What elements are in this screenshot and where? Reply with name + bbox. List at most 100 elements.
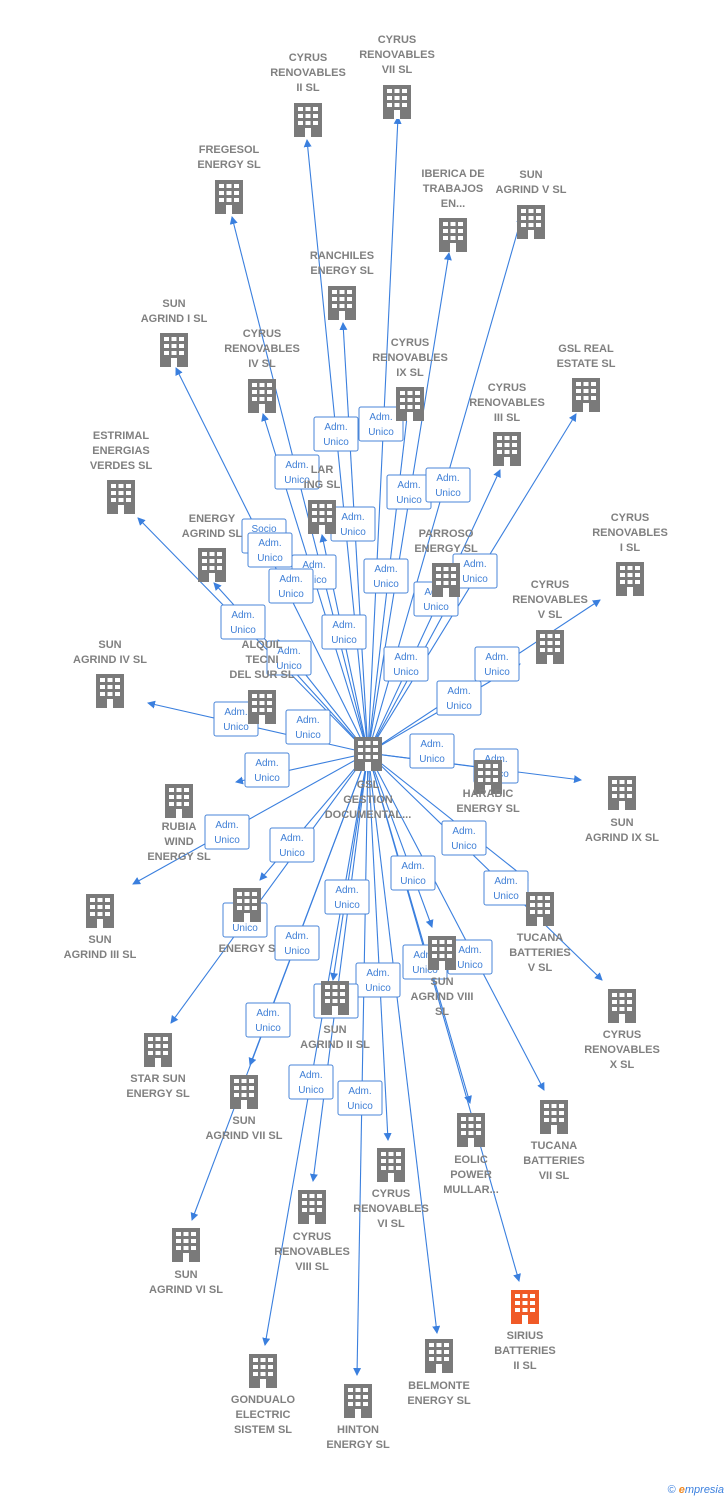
relation-label-text-line-1: Adm. <box>452 826 475 837</box>
edge-to-belmonte <box>367 752 441 1334</box>
relation-label: Adm.Unico <box>274 925 320 961</box>
relation-label-text-line-1: Adm. <box>299 1070 322 1081</box>
company-label-cyrus-x-line-1: CYRUS <box>603 1029 642 1041</box>
company-label-cyrus-vi-line-1: CYRUS <box>372 1188 411 1200</box>
relation-label-box <box>247 532 293 568</box>
company-node-iberica[interactable]: IBERICA DETRABAJOSEN... <box>421 168 485 252</box>
building-icon <box>526 892 554 926</box>
relation-label: Adm.Unico <box>447 939 493 975</box>
company-label-fregesol-line-1: FREGESOL <box>199 144 260 156</box>
relation-label-box <box>441 820 487 856</box>
company-label-estrimal-line-2: ENERGIAS <box>92 445 149 457</box>
edge-to-tucana-v <box>367 752 529 881</box>
company-label-harabic-line-2: ENERGY SL <box>456 803 520 815</box>
company-label-cyrus-v-line-3: V SL <box>538 609 563 621</box>
company-label-cyrus-ii-line-2: RENOVABLES <box>270 67 346 79</box>
relation-label: Adm.Unico <box>409 733 455 769</box>
relation-label-text-line-1: Adm. <box>258 538 281 549</box>
relation-label: Adm.Unico <box>383 646 429 682</box>
relation-label-text-line-1: Adm. <box>420 739 443 750</box>
company-node-energy-s[interactable]: ENERGY S <box>219 888 276 955</box>
relation-label: Adm.Unico <box>358 406 404 442</box>
relation-label-text-line-1: Adm. <box>374 564 397 575</box>
company-label-cyrus-i-line-3: I SL <box>620 542 640 554</box>
company-label-ranchiles-line-1: RANCHILES <box>310 250 374 262</box>
relation-label-text-line-1: Adm. <box>302 560 325 571</box>
company-label-cyrus-i-line-2: RENOVABLES <box>592 527 668 539</box>
company-node-cyrus-i[interactable]: CYRUS RENOVABLES I SL <box>592 512 668 596</box>
building-icon <box>328 286 356 320</box>
company-label-rubia-line-1: RUBIA <box>162 821 197 833</box>
building-icon <box>396 387 424 421</box>
edge-to-sun-ii <box>330 752 369 981</box>
relation-label: Adm.Unico <box>313 416 359 452</box>
building-icon <box>517 205 545 239</box>
relation-label-box <box>274 454 320 490</box>
relation-label: Adm.Unico <box>390 855 436 891</box>
company-label-energy-s-line-1: ENERGY S <box>219 943 276 955</box>
company-node-eolic[interactable]: EOLICPOWERMULLAR... <box>443 1113 499 1196</box>
company-label-sirius-line-1: SIRIUS <box>507 1330 544 1342</box>
relation-label: Adm.Unico <box>266 640 312 676</box>
company-label-cyrus-vii-line-3: VII SL <box>382 64 413 76</box>
relation-label-text-line-1: Adm. <box>255 758 278 769</box>
company-label-sun-v-line-2: AGRIND V SL <box>496 184 567 196</box>
building-icon <box>493 432 521 466</box>
building-icon <box>425 1339 453 1373</box>
company-label-cyrus-viii-line-2: RENOVABLES <box>274 1246 350 1258</box>
edge-to-sun-viii <box>367 752 434 928</box>
relation-label-box <box>285 709 331 745</box>
relation-label-box <box>274 925 320 961</box>
relation-label-text-line-2: Unico <box>276 661 302 672</box>
copyright-icon: © <box>667 1484 676 1496</box>
relation-label-text-line-2: Unico <box>347 1101 373 1112</box>
company-label-gondualo-line-3: SISTEM SL <box>234 1424 292 1436</box>
building-icon <box>233 888 261 922</box>
relation-label-text-line-1: Adm. <box>436 473 459 484</box>
company-node-center[interactable]: GSLGESTIONDOCUMENTAL... <box>325 737 412 821</box>
company-label-cyrus-i-line-1: CYRUS <box>611 512 650 524</box>
building-icon <box>428 936 456 970</box>
relation-label-text-line-2: Unico <box>462 574 488 585</box>
company-label-sun-i-line-1: SUN <box>162 298 185 310</box>
relation-label-box <box>383 646 429 682</box>
relation-label-text-line-2: Unico <box>396 495 422 506</box>
edge-to-cyrus-x <box>367 752 603 981</box>
relation-label: Adm.Unico <box>436 680 482 716</box>
